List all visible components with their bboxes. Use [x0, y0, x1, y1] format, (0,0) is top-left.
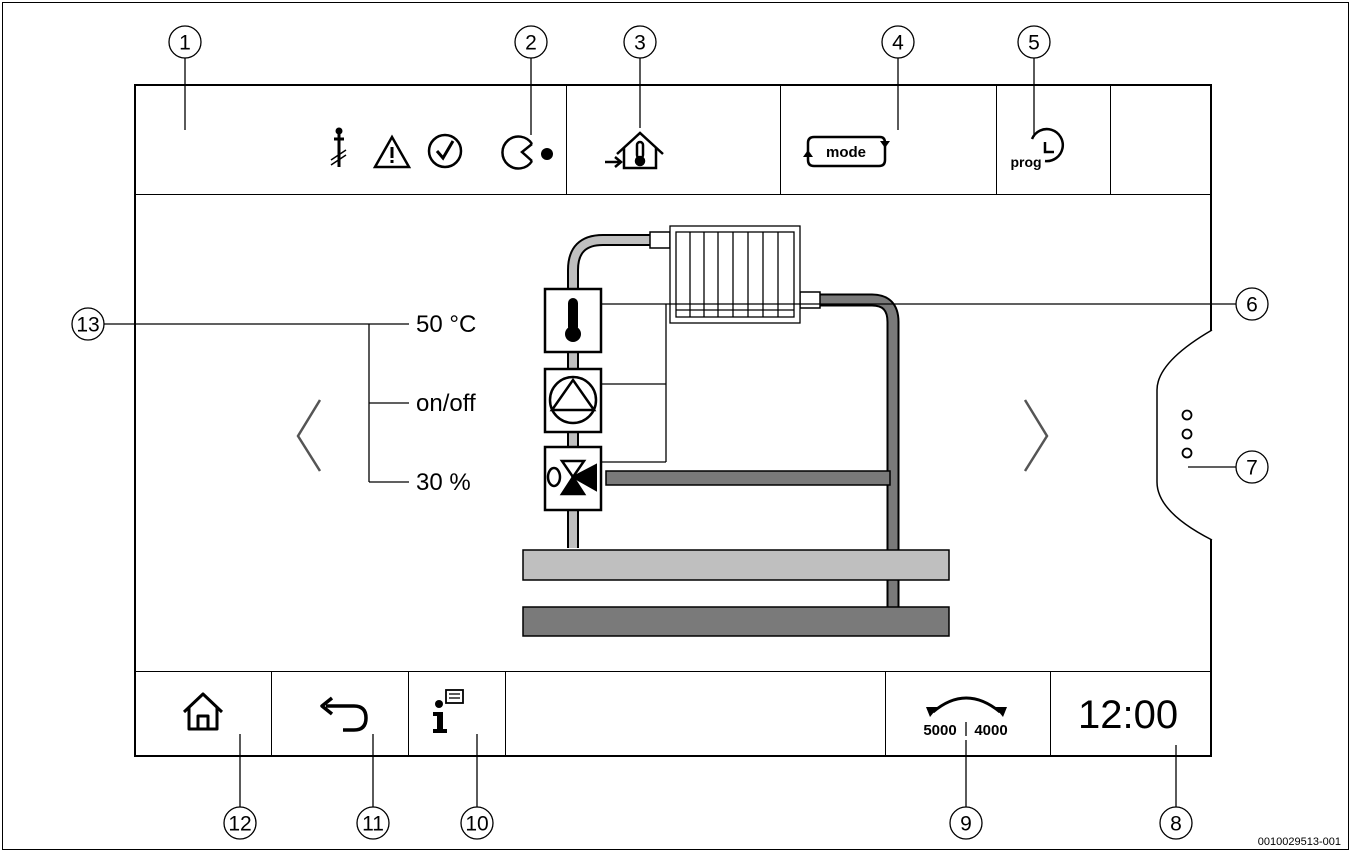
svg-text:10: 10 — [465, 813, 488, 836]
callout-4: 4 — [881, 25, 915, 59]
svg-text:9: 9 — [960, 813, 972, 836]
chevron-left-icon[interactable] — [296, 399, 322, 472]
callout-leaders — [184, 58, 1236, 807]
radiator-inlet-fitting — [649, 231, 671, 249]
bypass-pipe — [605, 470, 891, 486]
info-icon[interactable] — [433, 689, 464, 733]
callout-11: 11 — [356, 806, 390, 840]
check-icon[interactable] — [427, 133, 463, 169]
bottom-bar-separator-3 — [505, 671, 506, 757]
prog-label: prog — [1010, 154, 1041, 170]
bottom-bar-separator-5 — [1050, 671, 1051, 757]
chimney-sweep-icon[interactable] — [330, 127, 347, 168]
program-clock-icon[interactable]: prog — [1010, 127, 1065, 170]
chevron-right-icon[interactable] — [1023, 399, 1049, 472]
svg-text:12: 12 — [228, 813, 251, 836]
mode-icon[interactable]: mode — [803, 135, 890, 168]
pump-value: on/off — [416, 390, 476, 417]
svg-text:13: 13 — [76, 314, 99, 337]
component-leader-lines — [601, 303, 1236, 463]
svg-text:6: 6 — [1246, 294, 1258, 317]
home-icon[interactable] — [182, 692, 224, 731]
callout-9: 9 — [949, 806, 983, 840]
radiator — [669, 225, 801, 324]
top-bar-separator-2 — [780, 84, 781, 194]
callout-12: 12 — [223, 806, 257, 840]
svg-text:4: 4 — [892, 32, 904, 55]
svg-text:11: 11 — [362, 813, 384, 836]
sync-left-value: 5000 — [923, 722, 956, 739]
pacman-icon[interactable] — [501, 135, 553, 170]
svg-text:1: 1 — [179, 32, 191, 55]
svg-text:2: 2 — [525, 32, 537, 55]
mode-label: mode — [826, 144, 866, 161]
top-bar-separator-1 — [566, 84, 567, 194]
more-vertical-icon — [1181, 409, 1193, 421]
callout-10: 10 — [460, 806, 494, 840]
document-id: 0010029513-001 — [1257, 836, 1341, 848]
svg-text:8: 8 — [1170, 813, 1182, 836]
callout-6: 6 — [1235, 287, 1269, 321]
callout-1: 1 — [168, 25, 202, 59]
return-pipe — [605, 293, 900, 608]
top-bar-separator-3 — [996, 84, 997, 194]
flow-pipe — [567, 234, 652, 548]
sync-right-value: 4000 — [974, 722, 1007, 739]
top-bar-separator-4 — [1110, 84, 1111, 194]
house-thermometer-icon[interactable] — [605, 131, 664, 170]
bottom-bar-separator-1 — [271, 671, 272, 757]
clock-display[interactable]: 12:00 — [1078, 693, 1179, 737]
sync-icon[interactable]: 5000 4000 — [923, 696, 1008, 739]
thermometer-icon[interactable] — [543, 287, 603, 354]
flow-header — [522, 549, 950, 581]
bottom-bar-separator-4 — [885, 671, 886, 757]
temperature-value: 50 °C — [416, 311, 477, 338]
callout-5: 5 — [1017, 25, 1051, 59]
warning-icon[interactable] — [372, 134, 412, 169]
svg-text:3: 3 — [634, 32, 646, 55]
callout-3: 3 — [623, 25, 657, 59]
callout-2: 2 — [514, 25, 548, 59]
valve-value: 30 % — [416, 469, 471, 496]
svg-text:7: 7 — [1246, 457, 1258, 480]
svg-text:5: 5 — [1028, 32, 1040, 55]
callout-7: 7 — [1235, 450, 1269, 484]
callout-8: 8 — [1159, 806, 1193, 840]
mixing-valve-icon[interactable] — [543, 445, 603, 512]
back-arrow-icon[interactable] — [320, 696, 368, 732]
side-menu-tab[interactable] — [1156, 329, 1213, 541]
values-leader-lines — [104, 323, 409, 483]
top-bar-divider — [134, 194, 1212, 195]
pump-icon[interactable] — [543, 367, 603, 434]
return-header — [522, 606, 950, 637]
bottom-bar-divider — [134, 671, 1212, 672]
callout-13: 13 — [71, 307, 105, 341]
radiator-outlet-fitting — [799, 291, 821, 309]
bottom-bar-separator-2 — [408, 671, 409, 757]
